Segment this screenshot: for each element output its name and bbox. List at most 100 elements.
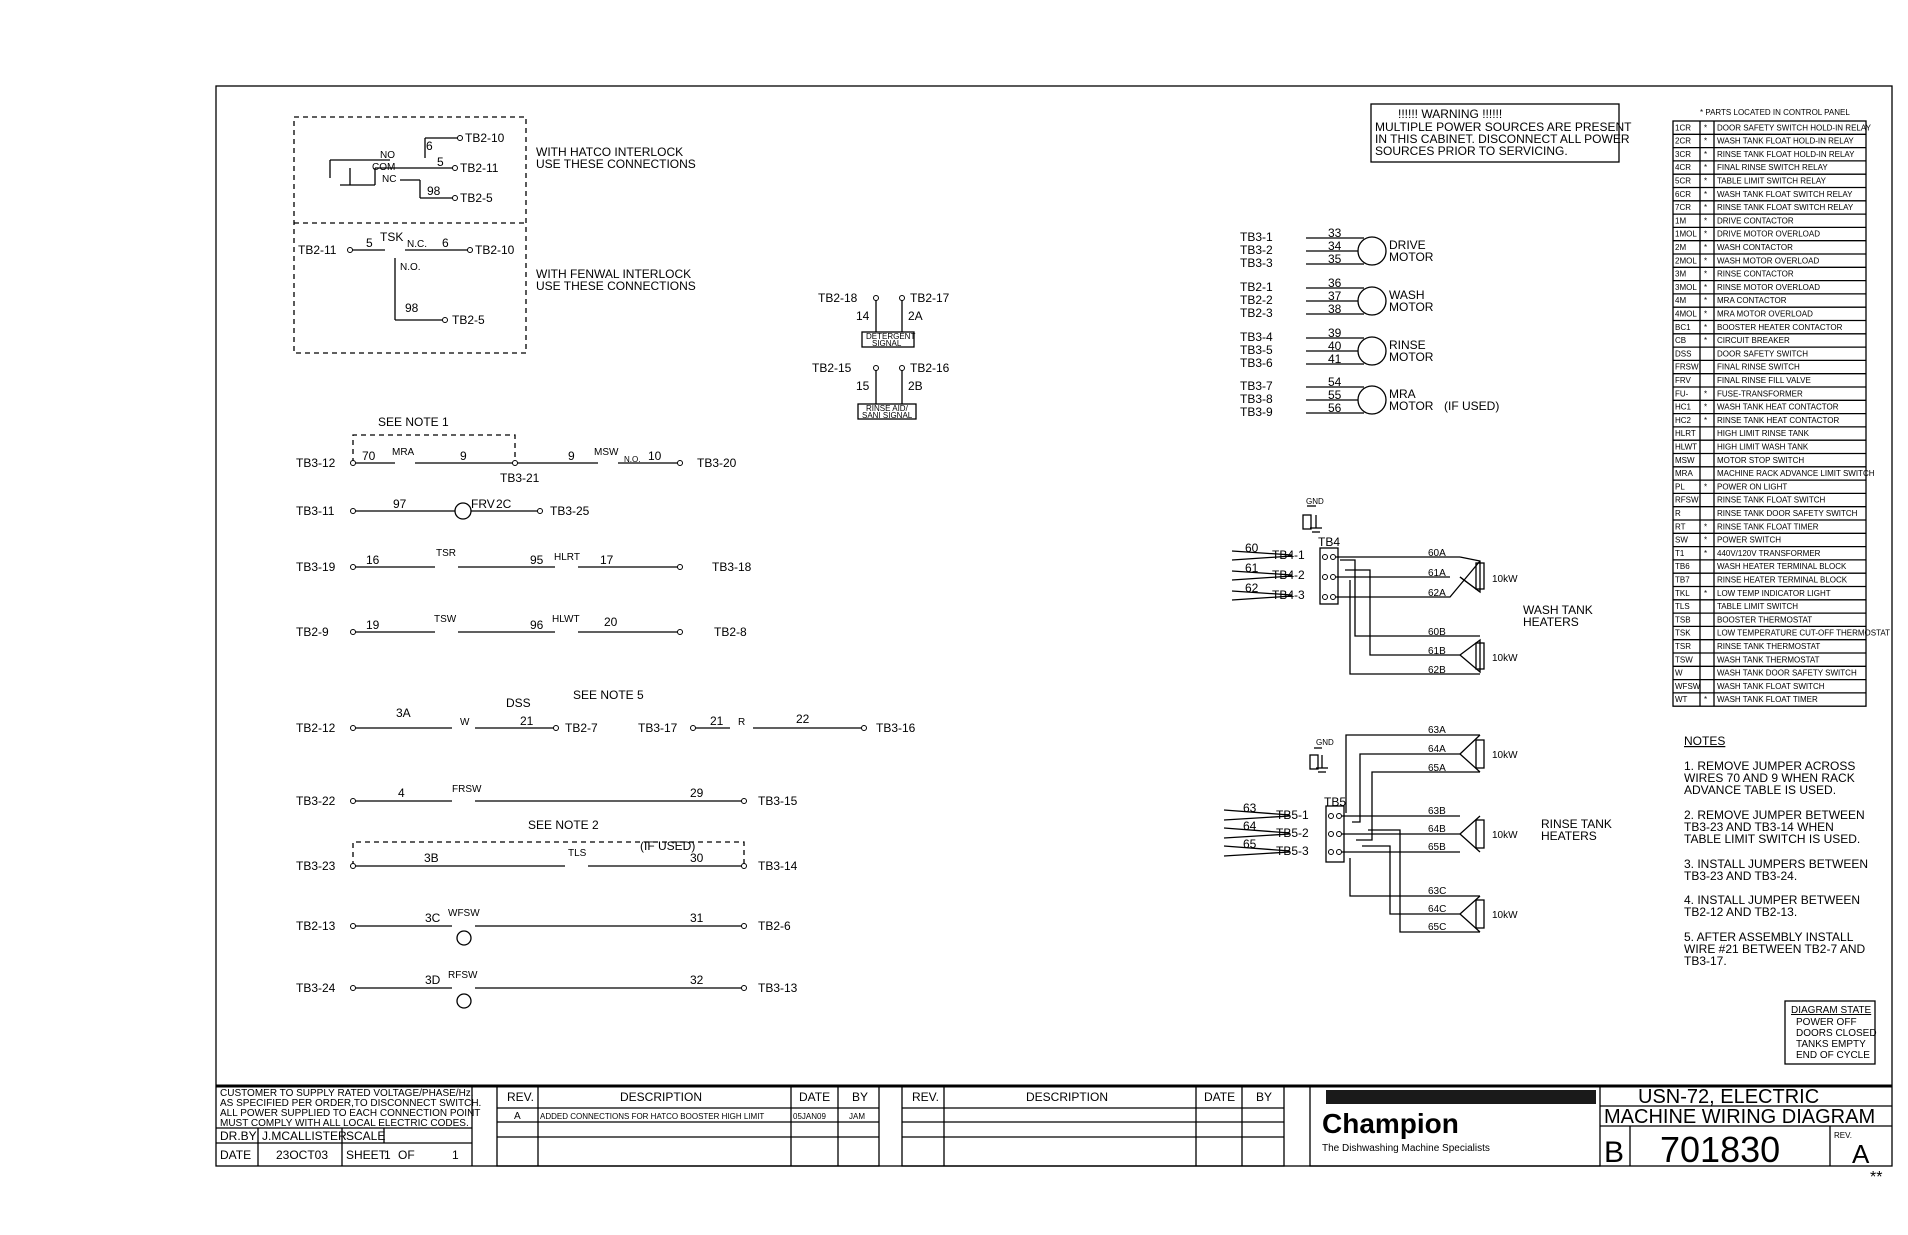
legend-flag: * — [1704, 283, 1707, 292]
r1-c1: MRA — [392, 447, 415, 458]
fenwal-w6: 6 — [442, 236, 449, 250]
detergent-signal: TB2-18 TB2-17 14 2A DETERGENT SIGNAL — [818, 291, 950, 348]
legend-code: WT — [1675, 695, 1688, 704]
fenwal-no: N.O. — [400, 262, 421, 273]
rinse-w1: 63 — [1243, 801, 1257, 815]
diagram-state: DIAGRAM STATE POWER OFF DOORS CLOSED TAN… — [1784, 1000, 1877, 1065]
note2-l1: 2. REMOVE JUMPER BETWEEN — [1684, 808, 1865, 822]
legend-flag: * — [1704, 589, 1707, 598]
motor-mra-w3: 56 — [1328, 401, 1342, 415]
legend-code: MSW — [1675, 456, 1695, 465]
date-label: DATE — [220, 1148, 251, 1162]
legend-desc: RINSE MOTOR OVERLOAD — [1717, 283, 1820, 292]
legend-code: 4CR — [1675, 163, 1691, 172]
note1-l1: 1. REMOVE JUMPER ACROSS — [1684, 759, 1855, 773]
r3-r: TB3-18 — [712, 560, 752, 574]
note2-l2: TB3-23 AND TB3-14 WHEN — [1684, 820, 1834, 834]
r3-c1: TSR — [436, 548, 456, 559]
hatco-t2: TB2-11 — [460, 161, 499, 175]
legend-code: 4MOL — [1675, 310, 1697, 319]
r1-c2: MSW — [594, 447, 619, 458]
rinse-o9: 65C — [1428, 922, 1446, 933]
legend-desc: RINSE TANK FLOAT HOLD-IN RELAY — [1717, 150, 1855, 159]
hatco-w98: 98 — [427, 184, 441, 198]
legend-desc: FINAL RINSE SWITCH RELAY — [1717, 163, 1828, 172]
motor-rinse-w1: 39 — [1328, 326, 1342, 340]
rev1-by: JAM — [849, 1112, 865, 1121]
rinse-t3: TB5-3 — [1276, 844, 1309, 858]
legend-desc: RINSE TANK DOOR SAFETY SWITCH — [1717, 509, 1858, 518]
legend-desc: HIGH LIMIT WASH TANK — [1717, 443, 1809, 452]
legend-header: * PARTS LOCATED IN CONTROL PANEL — [1700, 108, 1850, 117]
legend-code: DSS — [1675, 349, 1691, 358]
wash-t1: TB4-1 — [1272, 548, 1305, 562]
r8-w1: 3C — [425, 911, 441, 925]
legend-desc: BOOSTER HEATER CONTACTOR — [1717, 323, 1843, 332]
warning-box: !!!!!! WARNING !!!!!! MULTIPLE POWER SOU… — [1370, 103, 1632, 163]
rinse-kw3: 10kW — [1492, 910, 1518, 921]
rev-label: REV. — [1834, 1131, 1852, 1140]
det-label-2: SIGNAL — [872, 339, 902, 348]
motor-rinse-w3: 41 — [1328, 352, 1342, 366]
legend-desc: LOW TEMP INDICATOR LIGHT — [1717, 589, 1831, 598]
state-title: DIAGRAM STATE — [1791, 1005, 1872, 1016]
legend-flag: * — [1704, 230, 1707, 239]
r3-w3: 17 — [600, 553, 614, 567]
r1-w2: 9 — [460, 449, 467, 463]
legend-desc: RINSE TANK HEAT CONTACTOR — [1717, 416, 1839, 425]
legend-code: WFSW — [1675, 682, 1701, 691]
rinse-o5: 64B — [1428, 824, 1446, 835]
legend-flag: * — [1704, 243, 1707, 252]
state-2: DOORS CLOSED — [1796, 1028, 1877, 1039]
legend-code: CB — [1675, 336, 1686, 345]
r4-r: TB2-8 — [714, 625, 747, 639]
rinse-aid-signal: TB2-15 TB2-16 15 2B RINSE AID/ SANI SIGN… — [812, 361, 950, 420]
motor-mra-tb2: TB3-8 — [1240, 392, 1273, 406]
legend-desc: WASH TANK FLOAT HOLD-IN RELAY — [1717, 137, 1854, 146]
motor-wash-l2: MOTOR — [1389, 300, 1434, 314]
brand-logo: Champion — [1322, 1108, 1459, 1139]
r1-mid: TB3-21 — [500, 471, 540, 485]
legend-table: 1CR*DOOR SAFETY SWITCH HOLD-IN RELAY2CR*… — [1672, 120, 1890, 707]
of-value: 1 — [452, 1148, 459, 1162]
motor-mra-l2: MOTOR — [1389, 399, 1434, 413]
legend-code: 6CR — [1675, 190, 1691, 199]
rev2-h-date: DATE — [1204, 1090, 1235, 1104]
rinse-kw2: 10kW — [1492, 830, 1518, 841]
fenwal-note-2: USE THESE CONNECTIONS — [536, 279, 696, 293]
motor-rinse-tb2: TB3-5 — [1240, 343, 1273, 357]
r2-c: FRV — [471, 497, 495, 511]
wash-w3: 62 — [1245, 581, 1259, 595]
wash-tb: TB4 — [1318, 535, 1340, 549]
motor-drive-tb1: TB3-1 — [1240, 230, 1273, 244]
legend-code: HC1 — [1675, 403, 1692, 412]
state-4: END OF CYCLE — [1796, 1050, 1870, 1061]
legend-code: FRSW — [1675, 363, 1699, 372]
legend-code: SW — [1675, 536, 1688, 545]
wash-t3: TB4-3 — [1272, 588, 1305, 602]
legend-code: 3CR — [1675, 150, 1691, 159]
wash-o6: 62B — [1428, 665, 1446, 676]
legend-desc: POWER ON LIGHT — [1717, 482, 1787, 491]
r8-w2: 31 — [690, 911, 704, 925]
legend-desc: WASH TANK DOOR SAFETY SWITCH — [1717, 669, 1857, 678]
motor-drive-w2: 34 — [1328, 239, 1342, 253]
rinse-w2: 64 — [1243, 819, 1257, 833]
legend-desc: WASH CONTACTOR — [1717, 243, 1793, 252]
rinse-label-2: HEATERS — [1541, 829, 1597, 843]
legend-code: FU- — [1675, 389, 1689, 398]
rinse-heaters: GND TB5 63 64 65 TB5-1 TB5-2 TB5-3 63A 6… — [1223, 725, 1612, 933]
motor-wiring — [1306, 237, 1364, 414]
legend-code: RFSW — [1675, 496, 1699, 505]
sheet-label: SHEET — [346, 1148, 387, 1162]
motor-drive-w3: 35 — [1328, 252, 1342, 266]
rinse-t1: TB5-1 — [1276, 808, 1309, 822]
r5-w2: 21 — [520, 714, 534, 728]
legend-desc: TABLE LIMIT SWITCH RELAY — [1717, 177, 1827, 186]
r7-r: TB3-14 — [758, 859, 798, 873]
motor-drive-w1: 33 — [1328, 226, 1342, 240]
note4-l1: 4. INSTALL JUMPER BETWEEN — [1684, 893, 1860, 907]
wash-gnd: GND — [1306, 497, 1324, 506]
r5-w1: 3A — [396, 706, 411, 720]
motor-drive-tb3: TB3-3 — [1240, 256, 1273, 270]
